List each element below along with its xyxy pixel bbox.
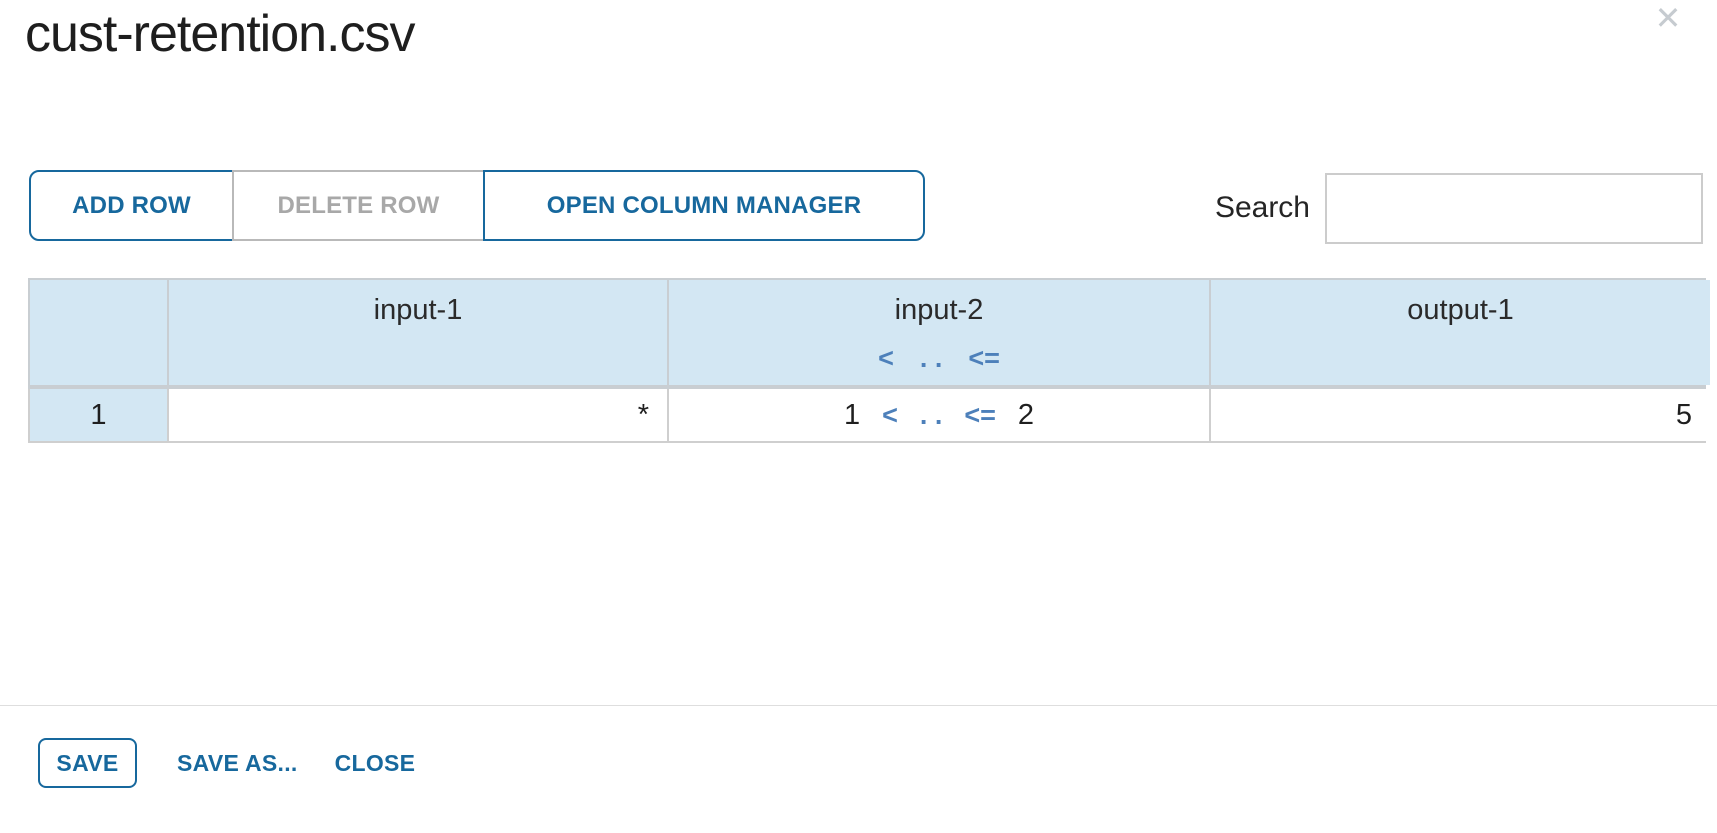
data-table: input-1 input-2 < . . <= output-1 1 * 1 … — [28, 278, 1710, 443]
header-cell-output-1: output-1 — [1211, 280, 1710, 385]
search-area: Search — [1180, 170, 1705, 245]
header-cell-rownum — [30, 280, 167, 385]
less-equal-operator[interactable]: <= — [964, 399, 996, 430]
cell-input-2[interactable]: 1 < . . <= 2 — [669, 389, 1209, 441]
row-number-cell: 1 — [30, 389, 167, 441]
save-as-button[interactable]: SAVE AS... — [177, 749, 298, 776]
footer-divider — [0, 705, 1717, 706]
delete-row-button: DELETE ROW — [232, 170, 485, 241]
search-label: Search — [1214, 190, 1310, 224]
range-lower-value[interactable]: 1 — [843, 398, 861, 431]
close-icon[interactable]: ✕ — [1654, 0, 1682, 36]
less-than-operator[interactable]: < — [882, 399, 898, 430]
dialog-footer: SAVE SAVE AS... CLOSE — [38, 738, 415, 788]
header-output-1-label: output-1 — [1407, 294, 1514, 326]
header-input-1-label: input-1 — [373, 294, 463, 326]
less-equal-operator[interactable]: <= — [968, 343, 1000, 373]
range-upper-value[interactable]: 2 — [1017, 398, 1035, 431]
table-toolbar: ADD ROW DELETE ROW OPEN COLUMN MANAGER — [29, 170, 925, 241]
table-row: 1 * 1 < . . <= 2 5 — [28, 389, 1710, 443]
open-column-manager-button[interactable]: OPEN COLUMN MANAGER — [483, 170, 925, 241]
search-input[interactable] — [1325, 173, 1703, 244]
table-header-row: input-1 input-2 < . . <= output-1 — [28, 278, 1710, 389]
dialog-title: cust-retention.csv — [25, 5, 415, 63]
add-row-button[interactable]: ADD ROW — [29, 170, 234, 241]
cell-input-1[interactable]: * — [169, 389, 667, 441]
less-than-operator[interactable]: < — [878, 343, 894, 373]
header-input-2-operators[interactable]: < . . <= — [878, 343, 1000, 374]
cell-output-1[interactable]: 5 — [1211, 389, 1710, 441]
header-cell-input-2: input-2 < . . <= — [669, 280, 1209, 385]
range-dots-operator[interactable]: . . — [919, 399, 943, 430]
close-button[interactable]: CLOSE — [334, 749, 416, 776]
save-button[interactable]: SAVE — [38, 738, 137, 788]
header-input-2-label: input-2 — [894, 294, 984, 326]
range-expression: 1 < . . <= 2 — [844, 399, 1034, 432]
range-dots-operator[interactable]: . . — [919, 343, 943, 373]
header-cell-input-1: input-1 — [169, 280, 667, 385]
